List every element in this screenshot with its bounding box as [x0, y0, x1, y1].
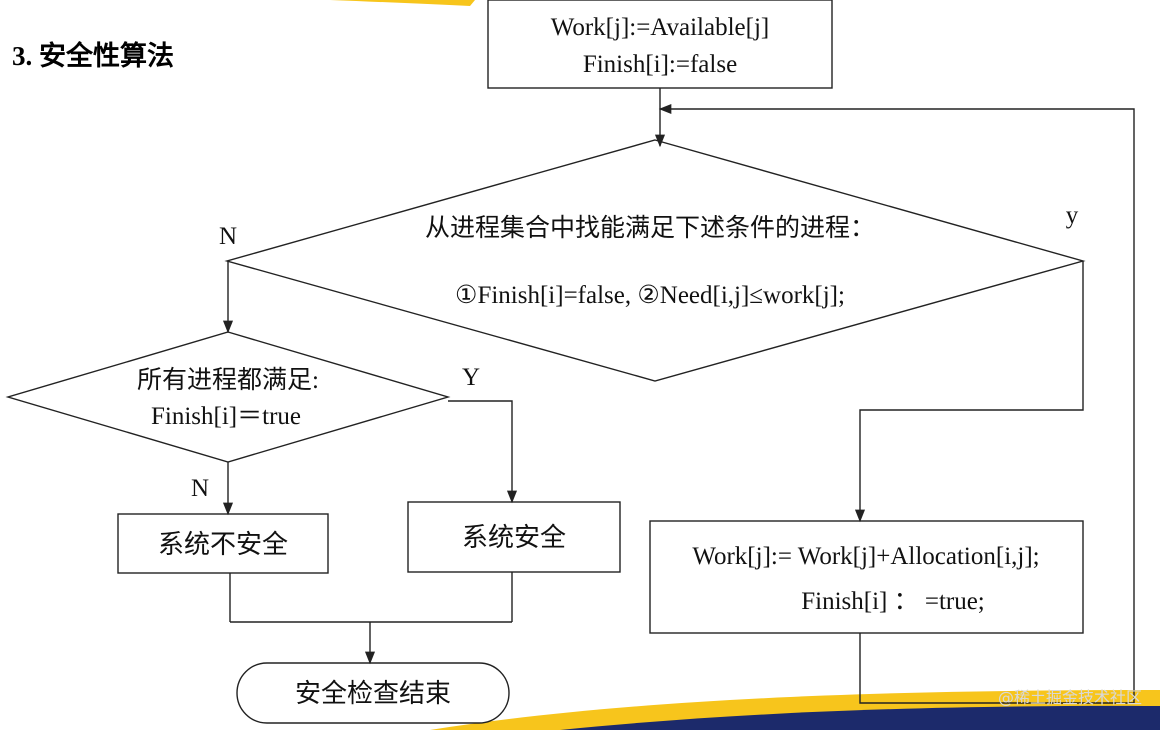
all-finished-line2: Finish[i]＝true — [151, 403, 301, 430]
all-finished-decision-diamond — [5, 331, 451, 463]
main-decision-diamond — [224, 139, 1086, 382]
main-decision-yes-label: y — [1066, 202, 1079, 229]
main-decision-line1: 从进程集合中找能满足下述条件的进程： — [425, 214, 875, 242]
update-box-line2: Finish[i] ： =true; — [801, 588, 985, 615]
safe-box — [407, 501, 621, 573]
connector-main-yes-to-update — [854, 261, 1084, 523]
init-box-line1: Work[j]:=Available[j] — [551, 14, 769, 41]
safe-box-label: 系统安全 — [462, 523, 566, 552]
all-finished-no-label: N — [191, 475, 209, 502]
section-title: 3. 安全性算法 — [12, 41, 174, 71]
bottom-navy-band — [560, 705, 1160, 730]
main-decision-no-label: N — [219, 223, 237, 250]
unsafe-box-label: 系统不安全 — [158, 530, 288, 559]
init-box-line2: Finish[i]:=false — [583, 51, 737, 78]
all-finished-yes-label: Y — [462, 364, 480, 391]
end-terminal-label: 安全检查结束 — [295, 679, 451, 708]
main-decision-line2: ①Finish[i]=false, ②Need[i,j]≤work[j]; — [455, 282, 845, 309]
update-box — [649, 520, 1084, 634]
unsafe-box — [117, 513, 329, 574]
connector-update-loop-back — [658, 103, 1135, 704]
all-finished-line1: 所有进程都满足: — [137, 366, 319, 394]
connector-all-yes-to-safe — [448, 400, 518, 504]
top-yellow-band — [330, 0, 475, 6]
update-box-line1: Work[j]:= Work[j]+Allocation[i,j]; — [692, 543, 1039, 570]
watermark: @稀土掘金技术社区 — [997, 688, 1142, 707]
